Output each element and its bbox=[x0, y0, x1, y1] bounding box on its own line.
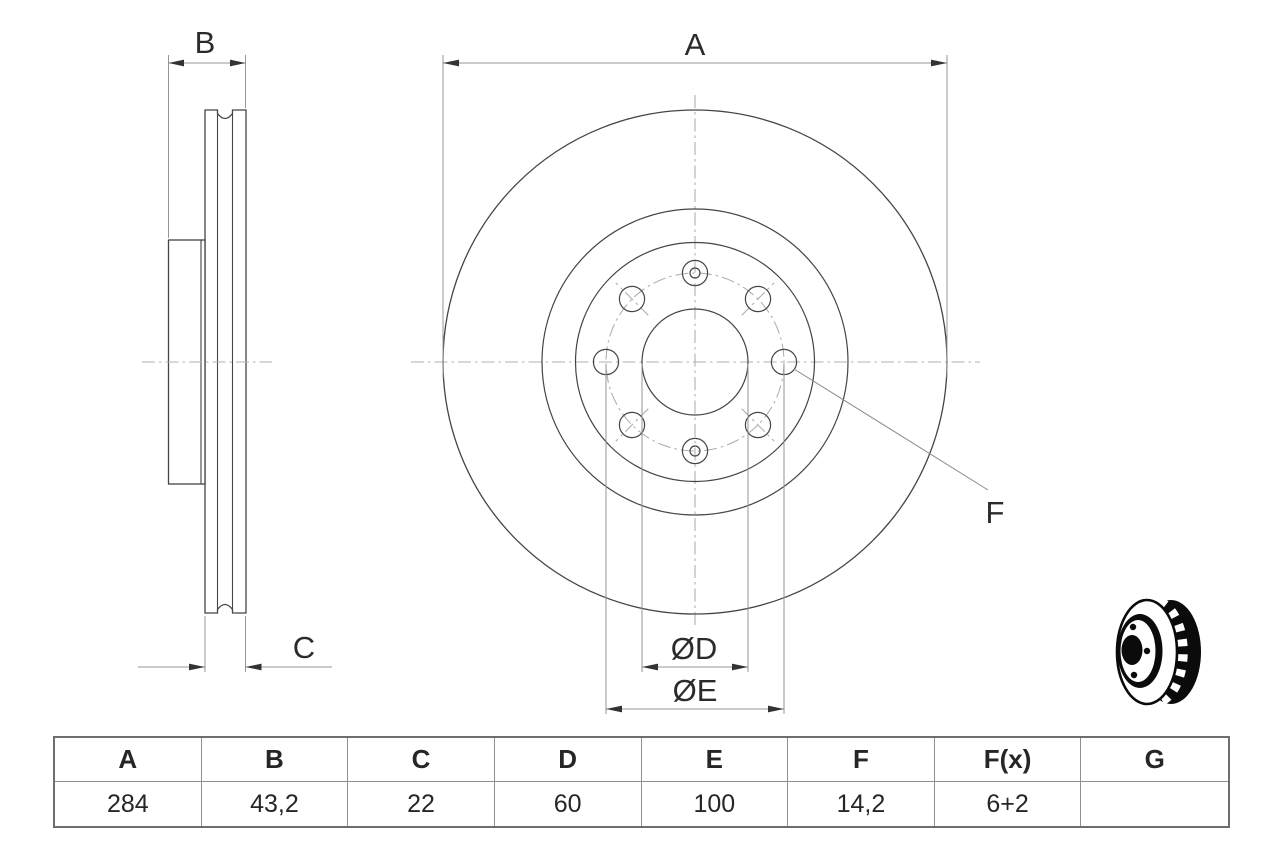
dim-a-arrow-right bbox=[931, 59, 947, 67]
spec-header-e: E bbox=[641, 738, 789, 782]
dim-c-arrow-right bbox=[245, 663, 262, 671]
leader-f: F bbox=[793, 368, 1005, 530]
dimension-e: ØE bbox=[605, 364, 785, 714]
dimension-c: C bbox=[138, 616, 332, 672]
dim-d-arrow-right bbox=[732, 663, 748, 671]
spec-value-a: 284 bbox=[55, 782, 202, 826]
dim-f-label: F bbox=[986, 495, 1005, 530]
dimension-a: A bbox=[442, 27, 948, 378]
spec-header-d: D bbox=[494, 738, 642, 782]
dimension-b: B bbox=[168, 25, 246, 238]
dim-e-arrow-right bbox=[768, 705, 784, 713]
spec-header-c: C bbox=[348, 738, 495, 782]
dim-c-arrow-left bbox=[189, 663, 205, 671]
bolt-pitch-circle bbox=[605, 272, 785, 452]
dim-c-label: C bbox=[293, 630, 315, 665]
dim-b-label: B bbox=[195, 25, 216, 60]
brake-disc-3d-icon bbox=[1115, 597, 1201, 707]
pin-hole-inner bbox=[689, 267, 701, 279]
icon-center-bore bbox=[1121, 635, 1143, 665]
dim-b-arrow-right bbox=[230, 59, 246, 67]
bolt-hole bbox=[618, 411, 646, 439]
icon-bolt-hole bbox=[1130, 671, 1138, 679]
dim-e-arrow-left bbox=[606, 705, 622, 713]
spec-value-b: 43,2 bbox=[202, 782, 349, 826]
spec-value-e: 100 bbox=[642, 782, 789, 826]
friction-band-inner-circle bbox=[541, 208, 849, 516]
dim-e-label: ØE bbox=[673, 673, 718, 708]
spec-value-g bbox=[1081, 782, 1228, 826]
dim-d-label: ØD bbox=[671, 631, 718, 666]
bolt-hole bbox=[744, 411, 772, 439]
bolt-hole bbox=[744, 285, 772, 313]
spec-value-d: 60 bbox=[495, 782, 642, 826]
spec-header-g: G bbox=[1081, 738, 1228, 782]
spec-value-f: 14,2 bbox=[788, 782, 935, 826]
dim-a-arrow-left bbox=[443, 59, 459, 67]
dim-b-arrow-left bbox=[168, 59, 184, 67]
hat-edge-circle bbox=[574, 241, 816, 483]
spec-header-a: A bbox=[55, 738, 202, 782]
spec-header-f: F bbox=[788, 738, 935, 782]
dim-a-label: A bbox=[685, 27, 706, 62]
icon-bolt-hole bbox=[1143, 647, 1151, 655]
dim-d-arrow-left bbox=[642, 663, 658, 671]
pin-hole-outer bbox=[681, 437, 709, 465]
icon-bolt-hole bbox=[1129, 623, 1137, 631]
pin-hole-inner bbox=[689, 445, 701, 457]
spec-header-fx: F(x) bbox=[934, 738, 1082, 782]
bolt-hole bbox=[618, 285, 646, 313]
pin-holes bbox=[681, 259, 709, 465]
pin-hole-outer bbox=[681, 259, 709, 287]
spec-value-fx: 6+2 bbox=[935, 782, 1082, 826]
center-bore-circle bbox=[641, 308, 749, 416]
dimension-spec-table: A B C D E F F(x) G 284 43,2 22 60 100 14… bbox=[53, 736, 1230, 828]
spec-header-b: B bbox=[201, 738, 349, 782]
front-view bbox=[411, 95, 980, 628]
leader-f-line bbox=[793, 368, 989, 491]
dimension-d: ØD bbox=[641, 364, 749, 672]
spec-value-c: 22 bbox=[348, 782, 495, 826]
side-view bbox=[142, 109, 272, 614]
